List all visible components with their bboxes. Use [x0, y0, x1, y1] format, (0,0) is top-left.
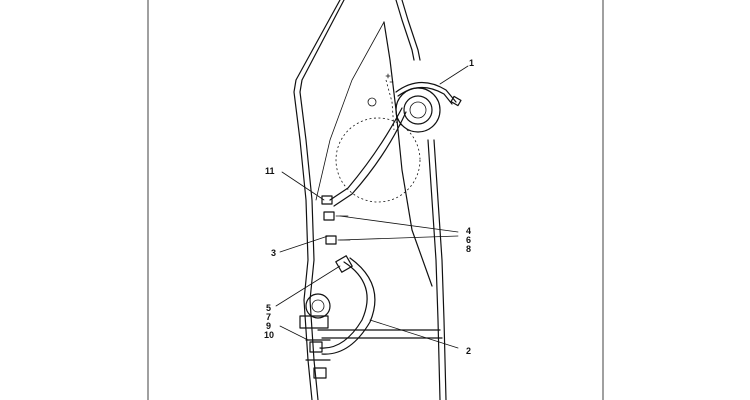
callout-9: 9 [266, 321, 271, 331]
callout-5: 5 [266, 303, 271, 313]
callout-8: 8 [466, 244, 471, 254]
callout-6: 6 [466, 235, 471, 245]
callout-7: 7 [266, 312, 271, 322]
callout-11: 11 [265, 166, 275, 176]
leader-lines [275, 65, 469, 349]
callout-3: 3 [271, 248, 276, 258]
callout-2: 2 [466, 346, 471, 356]
callout-labels: 1 11 4 6 8 3 5 7 9 10 2 [264, 58, 474, 356]
callout-1: 1 [469, 58, 474, 68]
callout-10: 10 [264, 330, 274, 340]
boom-arm-drawing [293, 0, 462, 400]
callout-4: 4 [466, 226, 471, 236]
